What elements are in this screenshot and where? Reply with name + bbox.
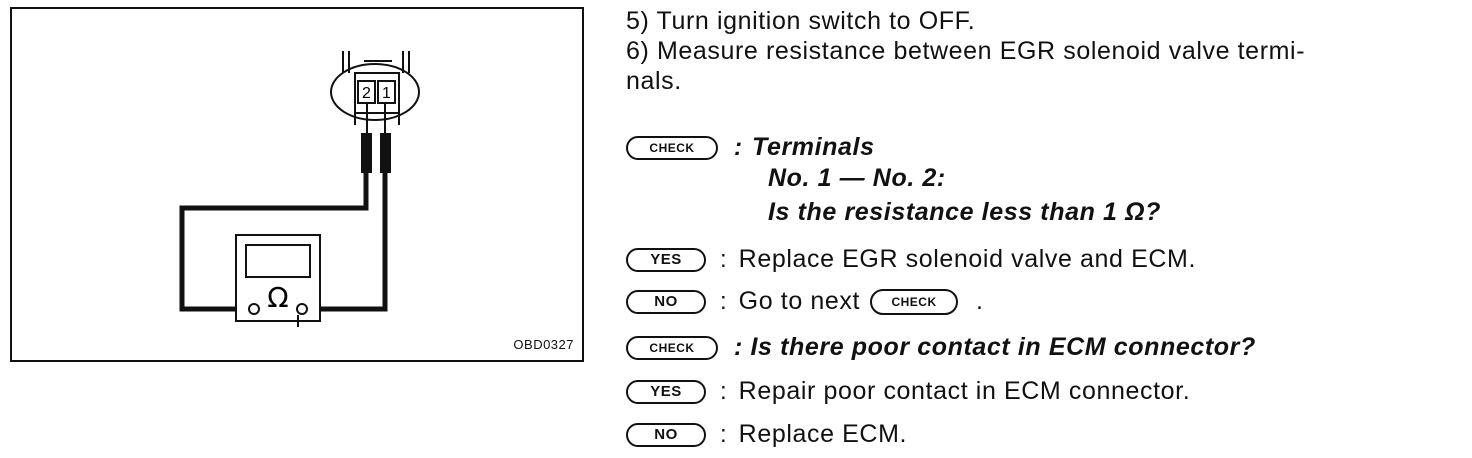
resistance-measurement-diagram: 2 1 Ω [179,51,420,327]
connector-outline [330,63,420,121]
procedure-steps: 5) Turn ignition switch to OFF. 6) Measu… [626,6,1466,96]
probe-right [380,133,391,173]
check-1-colon: : [734,133,742,161]
no-1-colon: : [720,287,727,315]
step-6-line-1: 6) Measure resistance between EGR soleno… [626,37,1306,65]
yes-1-colon: : [720,245,727,273]
no-2-colon: : [720,420,727,448]
yes-1-text: Replace EGR solenoid valve and ECM. [738,245,1196,273]
step-5: 5) Turn ignition switch to OFF. [626,7,976,35]
yes-2-colon: : [720,377,727,405]
meter-terminal-right [296,303,308,315]
check-1-line-2: No. 1 — No. 2: [768,164,946,192]
figure-id-label: OBD0327 [513,337,574,352]
terminal-2-label: 2 [362,85,371,102]
terminal-1-label: 1 [382,85,391,102]
lead-right [314,173,388,312]
diagram-frame: 2 1 Ω OBD0327 [10,7,584,362]
yes-1-row: YES : Replace EGR solenoid valve and ECM… [626,245,1196,274]
terminal-1-box [377,80,396,104]
no-badge: NO [626,289,706,314]
yes-badge: YES [626,247,706,272]
no-1-row: NO : Go to next CHECK . [626,287,984,316]
no-1-text: Go to next [738,287,861,315]
check-1-row: CHECK : Terminals [626,133,875,162]
yes-badge: YES [626,379,706,404]
check-2-text: : Is there poor contact in ECM connector… [734,333,1256,361]
no-badge: NO [626,422,706,447]
no-2-row: NO : Replace ECM. [626,420,907,449]
step-6-line-2: nals. [626,67,682,95]
check-1-line-3: Is the resistance less than 1 Ω? [768,198,1162,226]
lead-left [179,173,369,312]
yes-2-row: YES : Repair poor contact in ECM connect… [626,377,1190,406]
check-1-line-1: Terminals [752,133,875,161]
inline-check-badge: CHECK [870,288,959,315]
connector-body [354,72,400,114]
ohm-symbol: Ω [267,281,288,314]
check-2-row: CHECK : Is there poor contact in ECM con… [626,333,1256,362]
yes-2-text: Repair poor contact in ECM connector. [738,377,1191,405]
meter-display [245,244,311,278]
check-badge: CHECK [626,135,718,160]
no-2-text: Replace ECM. [738,420,908,448]
no-1-period: . [976,287,984,315]
check-badge: CHECK [626,335,718,360]
probe-left [361,133,372,173]
meter-terminal-left [248,303,260,315]
